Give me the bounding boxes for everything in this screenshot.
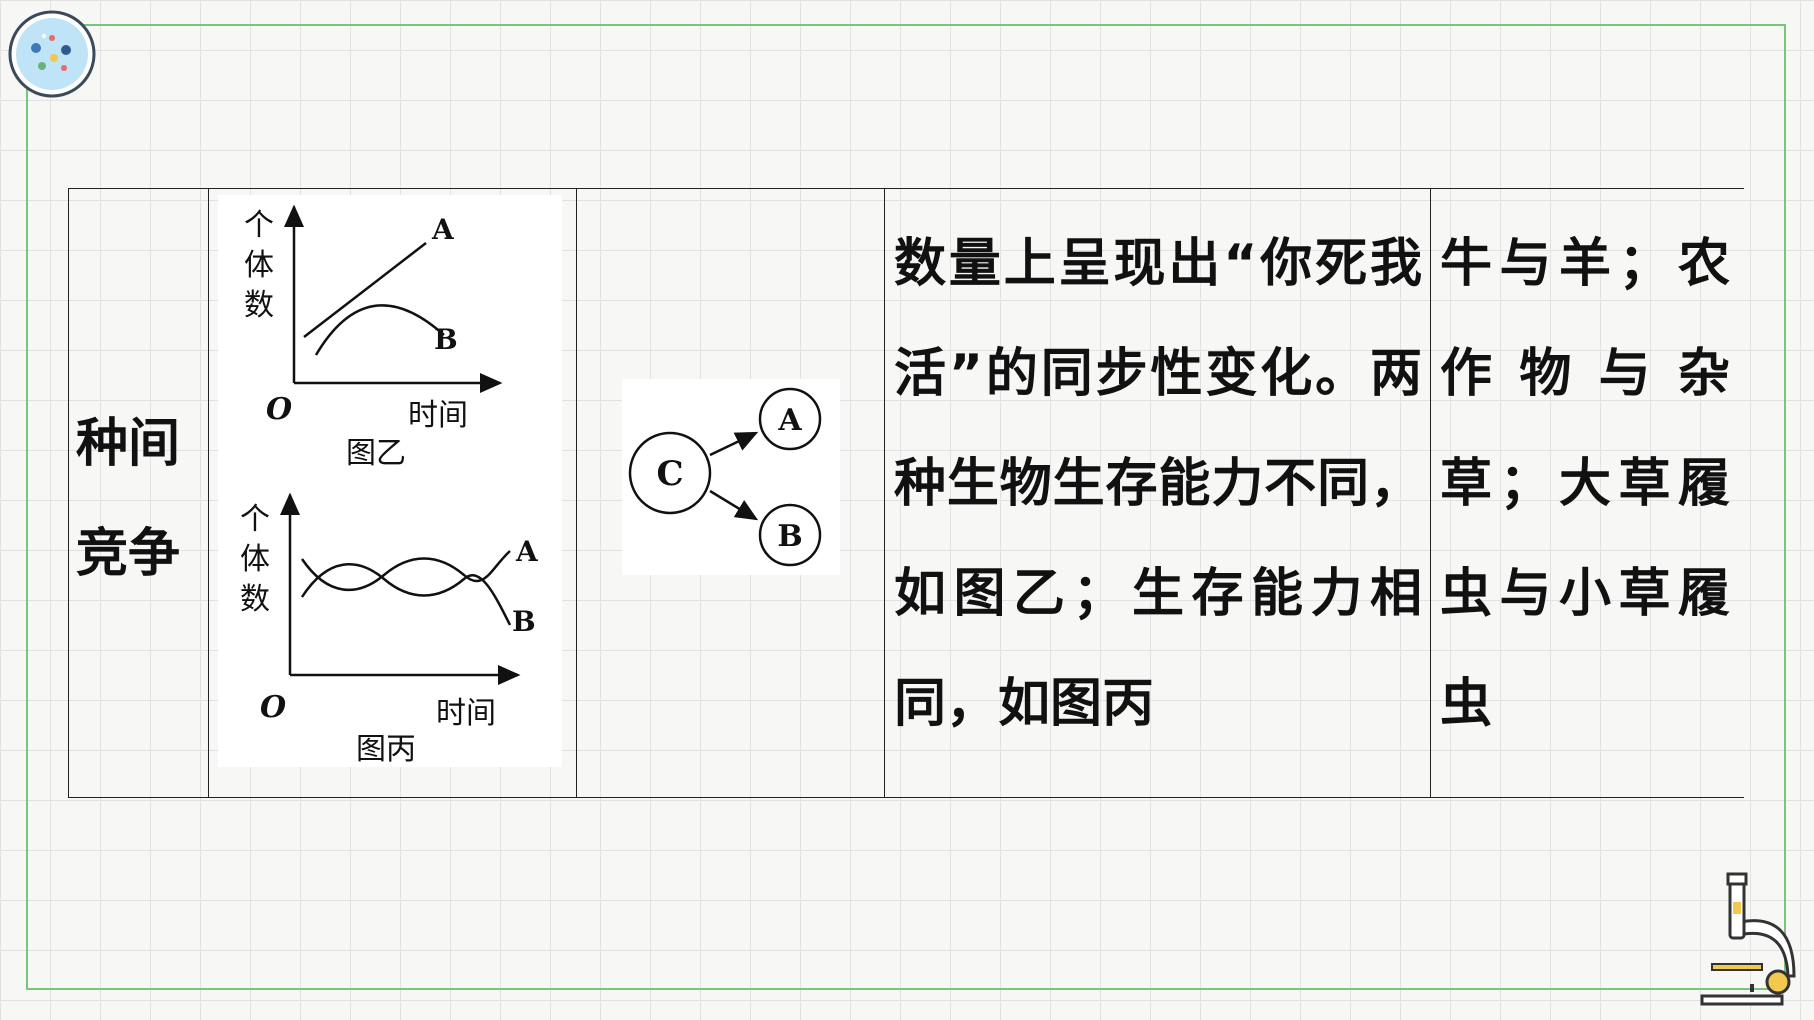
curve-b <box>300 563 512 626</box>
y-axis-label: 数 <box>240 582 270 617</box>
node-b <box>758 503 822 567</box>
y-axis-label: 体 <box>244 248 274 283</box>
origin-label: O <box>260 690 286 725</box>
curve-a-label: A <box>515 535 539 568</box>
x-axis-label: 时间 <box>408 398 468 433</box>
curve-b-label: B <box>512 605 536 638</box>
relation-name-line: 种间 <box>76 414 181 474</box>
arrow-c-to-a <box>709 431 759 457</box>
description-cell: 数量上呈现出“你死我活”的同步性变化。两种生物生存能力不同，如图乙；生存能力相同… <box>894 234 1422 734</box>
y-axis-label: 体 <box>240 542 270 577</box>
graph-svg: 个 体 数 A B O 时间 图乙 个 体 数 A B <box>240 204 539 767</box>
curve-a <box>303 242 427 338</box>
node-a <box>758 387 822 451</box>
curve-a-label: A <box>431 213 455 246</box>
arrow-c-to-b <box>709 489 759 521</box>
relation-svg: C A B <box>628 387 822 567</box>
curve-a <box>300 550 511 592</box>
y-axis-label: 数 <box>244 288 274 323</box>
relation-name-cell: 种间 竞争 <box>76 389 200 609</box>
column-divider <box>884 189 885 797</box>
curve-b-label: B <box>434 323 458 356</box>
node-c-label: C <box>656 454 683 494</box>
node-b-label: B <box>777 519 802 554</box>
node-a-label: A <box>777 403 802 438</box>
relation-name-line: 竞争 <box>76 524 181 584</box>
petri-dish-icon <box>8 10 96 98</box>
graph-caption: 图丙 <box>356 732 416 767</box>
column-divider <box>208 189 209 797</box>
graph-yi: 个 体 数 A B O 时间 图乙 <box>244 204 503 471</box>
table-border-left <box>68 189 69 797</box>
node-c <box>628 431 712 515</box>
column-divider <box>576 189 577 797</box>
y-axis-label: 个 <box>240 502 270 537</box>
population-graphs: 个 体 数 A B O 时间 图乙 个 体 数 A B <box>218 195 562 767</box>
graph-caption: 图乙 <box>346 436 406 471</box>
x-axis-label: 时间 <box>436 696 496 731</box>
comparison-table: 种间 竞争 个 体 数 A B O 时间 图乙 <box>68 188 1744 798</box>
y-axis-label: 个 <box>244 208 274 243</box>
page-frame <box>26 24 1786 990</box>
relation-diagram: C A B <box>622 379 840 575</box>
column-divider <box>1430 189 1431 797</box>
curve-b <box>314 304 445 356</box>
origin-label: O <box>266 392 292 427</box>
graph-bing: 个 体 数 A B O 时间 图丙 <box>240 492 539 767</box>
examples-cell: 牛与羊；农作物与杂草；大草履虫与小草履虫 <box>1440 234 1730 734</box>
microscope-icon <box>1700 872 1796 1006</box>
